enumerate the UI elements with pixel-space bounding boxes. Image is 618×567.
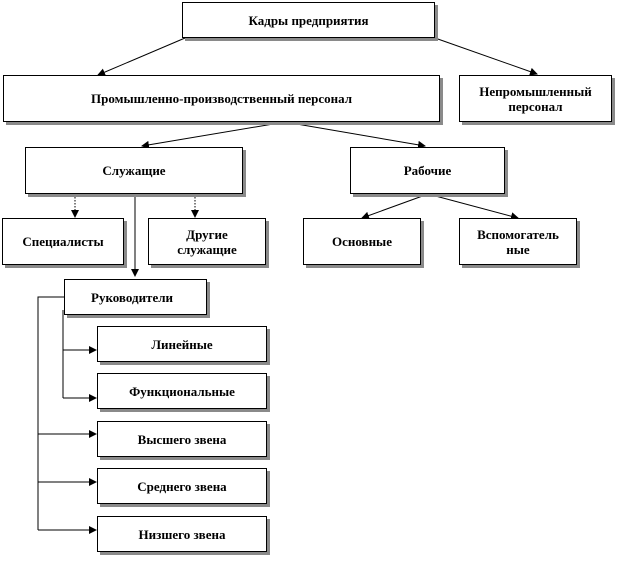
node-nonindustrial-label: Непромышленный персонал	[479, 83, 592, 114]
node-lower-level-label: Низшего звена	[138, 526, 226, 542]
arrow-industrial-workers	[284, 121, 426, 149]
arrow-workers-main	[361, 193, 429, 220]
node-auxiliary-workers-label: Вспомогатель ные	[477, 226, 559, 257]
node-industrial-label: Промышленно-производственный персонал	[91, 91, 352, 106]
node-managers-label: Руководители	[91, 289, 173, 305]
node-root: Кадры предприятия	[182, 2, 435, 38]
node-root-label: Кадры предприятия	[248, 12, 369, 28]
node-workers: Рабочие	[350, 147, 505, 194]
arrow-root-nonindustrial	[434, 37, 538, 76]
node-managers: Руководители	[64, 279, 207, 315]
node-linear-label: Линейные	[151, 336, 213, 352]
node-nonindustrial: Непромышленный персонал	[459, 75, 612, 122]
arrow-root-industrial	[97, 37, 186, 76]
node-other-employees-label: Другие служащие	[177, 226, 237, 257]
node-specialists-label: Специалисты	[22, 234, 104, 249]
node-other-employees: Другие служащие	[148, 218, 266, 265]
node-top-level: Высшего звена	[97, 421, 267, 457]
bracket-managers-outer	[37, 296, 64, 530]
node-auxiliary-workers: Вспомогатель ные	[459, 218, 577, 265]
node-linear: Линейные	[97, 326, 267, 362]
node-top-level-label: Высшего звена	[137, 431, 227, 447]
node-main-workers: Основные	[303, 218, 421, 265]
node-specialists: Специалисты	[2, 218, 124, 265]
node-middle-level: Среднего звена	[97, 468, 267, 504]
arrow-industrial-employees	[141, 121, 286, 149]
node-main-workers-label: Основные	[332, 234, 392, 249]
node-employees: Служащие	[25, 147, 243, 194]
node-workers-label: Рабочие	[403, 163, 452, 178]
node-industrial: Промышленно-производственный персонал	[3, 75, 440, 122]
node-middle-level-label: Среднего звена	[137, 478, 227, 494]
node-employees-label: Служащие	[102, 163, 166, 178]
arrow-workers-auxiliary	[427, 193, 519, 221]
node-functional: Функциональные	[97, 373, 267, 409]
node-lower-level: Низшего звена	[97, 516, 267, 552]
node-functional-label: Функциональные	[129, 383, 235, 399]
